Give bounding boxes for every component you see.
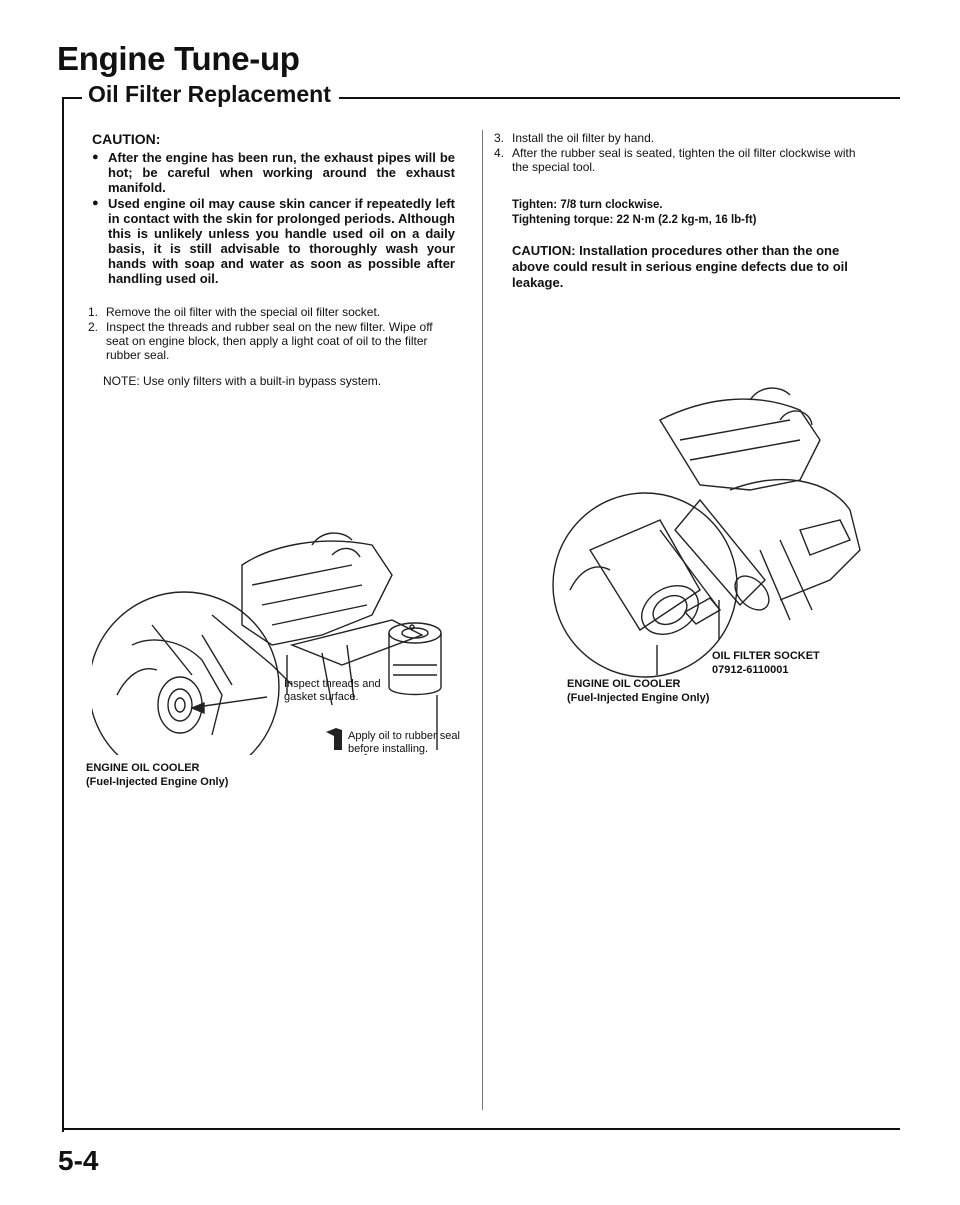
callout-cooler-left-sub: (Fuel-Injected Engine Only) [86, 776, 229, 788]
callout-cooler-right-sub: (Fuel-Injected Engine Only) [567, 692, 710, 704]
section-rule [62, 97, 900, 99]
step-item: 3. Install the oil filter by hand. [494, 131, 874, 145]
caution-installation: CAUTION: Installation procedures other t… [512, 243, 848, 290]
step-text: After the rubber seal is seated, tighten… [512, 146, 856, 174]
step-item: 2. Inspect the threads and rubber seal o… [88, 320, 458, 362]
note-text: NOTE: Use only filters with a built-in b… [103, 374, 382, 388]
step-text: Install the oil filter by hand. [512, 131, 655, 145]
steps-left: 1. Remove the oil filter with the specia… [88, 305, 458, 363]
caution-item: After the engine has been run, the exhau… [92, 150, 455, 195]
section-title: Oil Filter Replacement [82, 81, 339, 108]
step-text: Remove the oil filter with the special o… [106, 305, 381, 319]
caution-item: Used engine oil may cause skin cancer if… [92, 196, 455, 286]
callout-socket: OIL FILTER SOCKET [712, 650, 820, 662]
step-number: 4. [494, 146, 505, 160]
step-number: 3. [494, 131, 505, 145]
caution-list: After the engine has been run, the exhau… [92, 150, 455, 287]
oil-can-icon [326, 728, 342, 750]
step-number: 1. [88, 305, 99, 319]
bottom-rule [62, 1128, 900, 1130]
callout-cooler-right: ENGINE OIL COOLER [567, 678, 681, 690]
left-frame-rule [62, 97, 64, 1132]
step-number: 2. [88, 320, 99, 334]
tighten-spec: Tighten: 7/8 turn clockwise. [512, 199, 663, 211]
oil-filter-installation-illustration [552, 387, 861, 678]
callout-socket-part: 07912-6110001 [712, 664, 789, 676]
page-title: Engine Tune-up [57, 40, 300, 77]
callout-apply-oil: Apply oil to rubber seal before installi… [348, 730, 460, 755]
callout-cooler-left: ENGINE OIL COOLER [86, 762, 200, 774]
step-text: Inspect the threads and rubber seal on t… [106, 320, 433, 362]
torque-spec: Tighten: 7/8 turn clockwise. Tightening … [512, 198, 872, 228]
steps-right: 3. Install the oil filter by hand. 4. Af… [494, 131, 874, 175]
oil-filter-removal-illustration [92, 532, 442, 755]
page-number: 5-4 [58, 1145, 99, 1176]
step-item: 1. Remove the oil filter with the specia… [88, 305, 458, 319]
caution-heading: CAUTION: [92, 131, 161, 147]
callout-inspect-threads: Inspect threads and gasket surface. [284, 678, 381, 703]
step-item: 4. After the rubber seal is seated, tigh… [494, 146, 874, 174]
column-divider [482, 130, 483, 1110]
torque-value: Tightening torque: 22 N·m (2.2 kg-m, 16 … [512, 214, 757, 226]
